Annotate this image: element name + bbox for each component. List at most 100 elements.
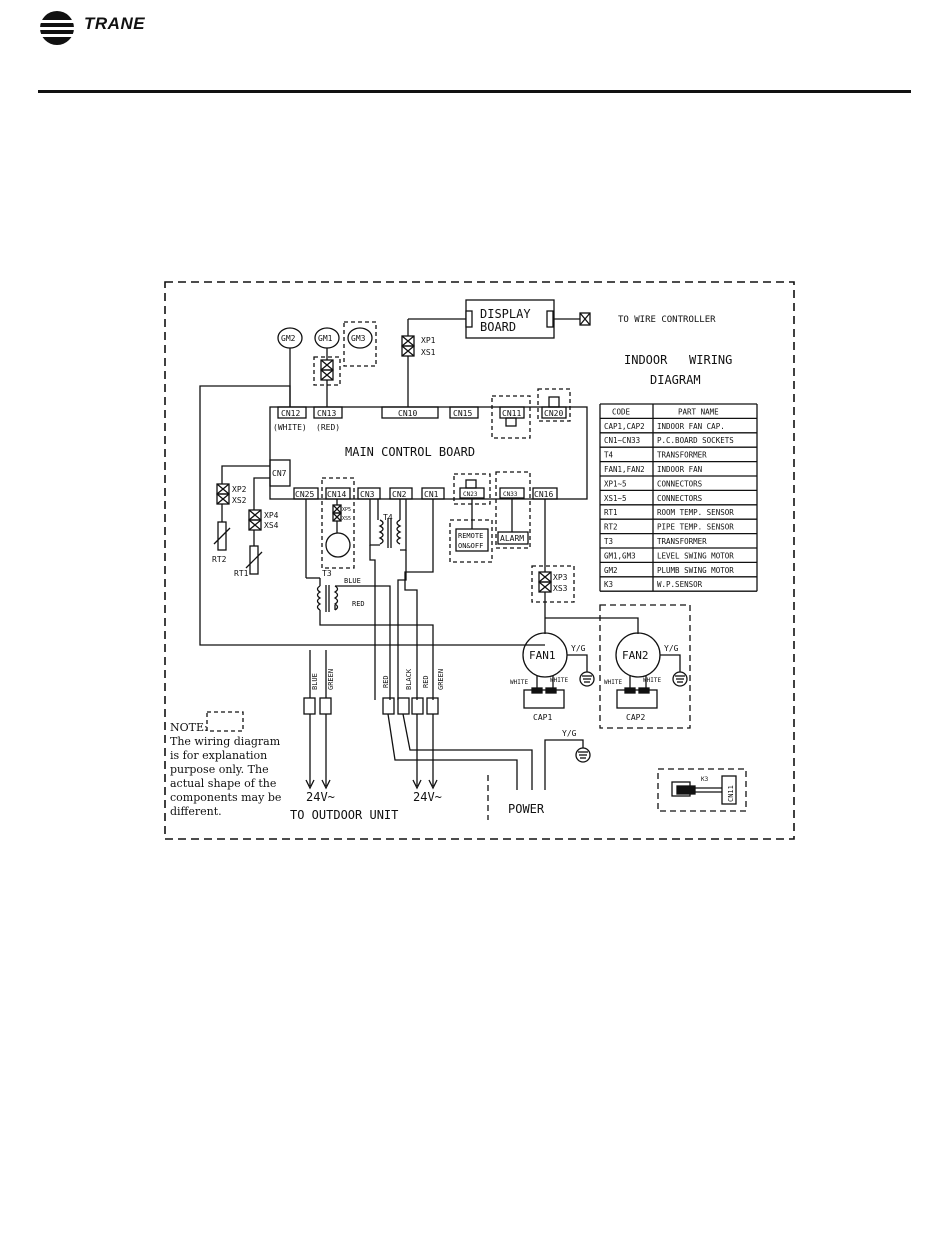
ground-icon-fan2 <box>672 671 688 687</box>
rt2-sensor-icon <box>213 504 231 551</box>
cap1-capacitor-icon <box>523 687 565 709</box>
table-cell-part-name: PIPE TEMP. SENSOR <box>657 523 734 532</box>
fan1-white-right: WHITE <box>550 677 568 684</box>
k3-label: K3 <box>701 776 709 783</box>
red-wire-label: (RED) <box>316 423 340 432</box>
table-cell-part-name: INDOOR FAN <box>657 465 702 474</box>
xp2-xs2-connector-icon <box>216 483 230 505</box>
xs2-label: XS2 <box>232 496 247 505</box>
table-cell-part-name: INDOOR FAN CAP. <box>657 422 725 431</box>
table-cell-code: T3 <box>604 537 613 546</box>
xp5-xs5-connector-icon <box>332 504 342 522</box>
remote-label-2: ON&OFF <box>458 542 483 550</box>
wire-red-label-2: RED <box>422 675 430 688</box>
note-line-4: actual shape of the <box>170 777 276 790</box>
note-block: NOTE: The wiring diagram is for explanat… <box>170 711 281 818</box>
fan1-label: FAN1 <box>529 649 556 662</box>
cn2-label: CN2 <box>392 490 407 499</box>
motor-gm2: GM2 <box>277 327 303 349</box>
table-cell-code: XS1~5 <box>604 494 627 503</box>
fan2-motor: FAN2 <box>615 632 661 678</box>
xp2-label: XP2 <box>232 485 247 494</box>
xp5-label: XP5 <box>342 507 351 513</box>
yg-label-fan1: Y/G <box>571 644 586 653</box>
trane-logo-icon <box>40 11 74 45</box>
table-cell-code: CN1~CN33 <box>604 436 640 445</box>
display-board-label-1: DISPLAY <box>480 307 531 321</box>
parts-table: CODE PART NAME CAP1,CAP2 INDOOR FAN CAP. CN1… <box>599 403 758 592</box>
24v-outdoor-label-1: 24V~ <box>306 790 335 804</box>
wire-blue-label: BLUE <box>311 673 319 690</box>
cn15-label: CN15 <box>453 409 472 418</box>
table-cell-part-name: W.P.SENSOR <box>657 580 703 589</box>
cn33-label: CN33 <box>503 491 518 498</box>
t3-label: T3 <box>322 569 332 578</box>
table-header-part-name: PART NAME <box>678 407 719 416</box>
cn25-label: CN25 <box>295 490 314 499</box>
table-cell-code: T4 <box>604 451 614 460</box>
t3-transformer-icon <box>316 585 339 612</box>
note-line-6: different. <box>170 805 222 818</box>
remote-label-1: REMOTE <box>458 532 483 540</box>
wire-red-label-1: RED <box>382 675 390 688</box>
cn14-label: CN14 <box>327 490 346 499</box>
table-cell-code: RT2 <box>604 523 618 532</box>
xp3-label: XP3 <box>553 573 568 582</box>
cap2-label: CAP2 <box>626 713 645 722</box>
to-outdoor-unit-label: TO OUTDOOR UNIT <box>290 808 398 822</box>
xp1-label: XP1 <box>421 336 436 345</box>
wire-green-label-2: GREEN <box>437 669 445 690</box>
red-wire-t3-label: RED <box>352 600 365 608</box>
k3-sensor-icon <box>671 775 737 805</box>
cn23-label: CN23 <box>463 491 478 498</box>
cn10-label: CN10 <box>398 409 417 418</box>
table-cell-code: CAP1,CAP2 <box>604 422 645 431</box>
alarm-label: ALARM <box>500 534 524 543</box>
diagram-frame <box>164 281 795 840</box>
xs5-label: XS5 <box>342 516 351 522</box>
motor-gm2-label: GM2 <box>281 334 296 343</box>
note-line-2: is for explanation <box>170 749 267 762</box>
t4-label: T4 <box>383 513 393 522</box>
table-cell-code: XP1~5 <box>604 479 627 488</box>
rt1-sensor-icon <box>245 530 263 575</box>
k3-cn11-label: CN11 <box>727 785 735 802</box>
yg-label-power: Y/G <box>562 729 577 738</box>
table-cell-code: RT1 <box>604 508 618 517</box>
cn7-label: CN7 <box>272 469 287 478</box>
fan2-label: FAN2 <box>622 649 649 662</box>
note-line-1: The wiring diagram <box>170 735 281 748</box>
blue-wire-t3-label: BLUE <box>344 577 361 585</box>
table-cell-part-name: TRANSFORMER <box>657 451 707 460</box>
display-board: DISPLAY BOARD <box>465 299 555 339</box>
ground-icon-power <box>575 747 591 763</box>
wire-green-label-1: GREEN <box>327 669 335 690</box>
yg-label-fan2: Y/G <box>664 644 679 653</box>
cn13-label: CN13 <box>317 409 336 418</box>
cn14-motor-icon <box>325 532 351 558</box>
gm1-connector-icon <box>320 359 334 381</box>
power-label: POWER <box>508 802 545 816</box>
cn20-label: CN20 <box>544 409 563 418</box>
table-cell-code: FAN1,FAN2 <box>604 465 645 474</box>
display-board-label-2: BOARD <box>480 320 516 334</box>
cap2-capacitor-icon <box>616 687 658 709</box>
rt2-label: RT2 <box>212 555 227 564</box>
fan1-white-left: WHITE <box>510 679 528 686</box>
xp1-xs1-connector-icon <box>401 335 415 357</box>
table-cell-part-name: P.C.BOARD SOCKETS <box>657 436 734 445</box>
table-cell-part-name: CONNECTORS <box>657 494 703 503</box>
motor-gm1-label: GM1 <box>318 334 333 343</box>
rt1-label: RT1 <box>234 569 249 578</box>
note-line-3: purpose only. The <box>170 763 269 776</box>
table-cell-code: K3 <box>604 580 613 589</box>
table-header-code: CODE <box>612 407 631 416</box>
wire-black-label: BLACK <box>405 668 413 690</box>
xs1-label: XS1 <box>421 348 436 357</box>
fan2-white-right: WHITE <box>643 677 661 684</box>
xp4-xs4-connector-icon <box>248 509 262 531</box>
motor-gm1: GM1 <box>314 327 340 349</box>
motor-gm3-label: GM3 <box>351 334 366 343</box>
motor-gm3: GM3 <box>347 327 373 349</box>
